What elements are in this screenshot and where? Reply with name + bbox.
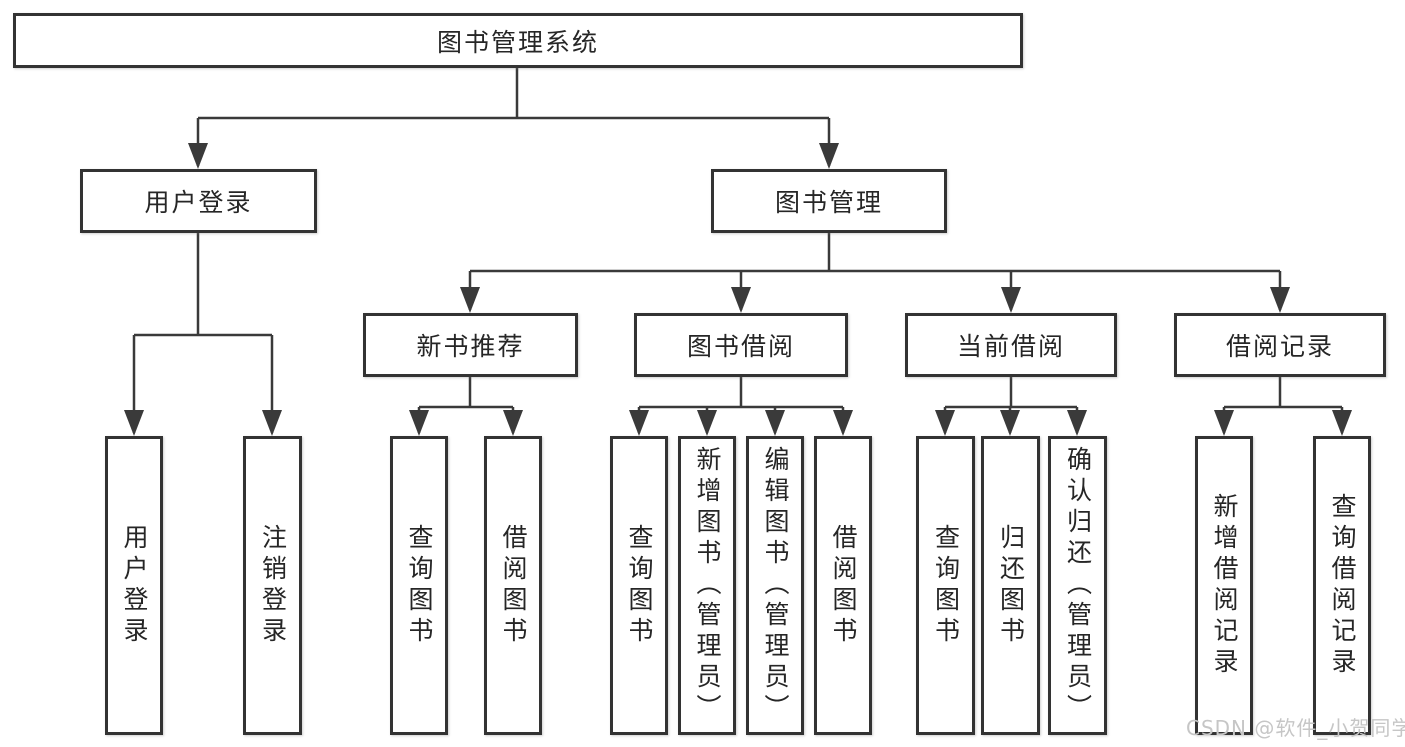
leaf-add-borrow-record-label: 新增借阅记录 [1210, 492, 1239, 679]
connector-book-management-to-level3 [468, 233, 1282, 310]
node-borrow-records-label: 借阅记录 [1225, 332, 1334, 361]
leaf-query-books-current-label: 查询图书 [931, 523, 961, 648]
leaf-borrow-books: 借阅图书 [814, 436, 872, 735]
leaf-logout-label: 注销登录 [258, 523, 288, 648]
node-new-book-recommend-label: 新书推荐 [416, 332, 525, 361]
node-user-login-label: 用户登录 [144, 188, 253, 217]
leaf-logout: 注销登录 [243, 436, 302, 735]
node-book-borrow: 图书借阅 [634, 313, 848, 377]
node-current-borrow-label: 当前借阅 [956, 332, 1065, 361]
leaf-borrow-books-recommend-label: 借阅图书 [499, 523, 528, 648]
node-borrow-records: 借阅记录 [1174, 313, 1386, 377]
leaf-borrow-books-recommend: 借阅图书 [484, 436, 542, 735]
connector-user-login-group [132, 233, 274, 433]
leaf-add-borrow-record: 新增借阅记录 [1195, 436, 1253, 735]
node-new-book-recommend: 新书推荐 [363, 313, 578, 377]
leaf-query-books-borrow-label: 查询图书 [625, 523, 654, 648]
leaf-add-book-admin: 新增图书（管理员） [678, 436, 736, 735]
leaf-query-books-current: 查询图书 [916, 436, 975, 735]
leaf-query-borrow-record-label: 查询借阅记录 [1328, 492, 1357, 679]
leaf-query-books-borrow: 查询图书 [610, 436, 668, 735]
leaf-confirm-return-admin: 确认归还（管理员） [1048, 436, 1107, 735]
node-root: 图书管理系统 [13, 13, 1023, 68]
leaf-query-borrow-record: 查询借阅记录 [1313, 436, 1371, 735]
leaf-query-books-recommend-label: 查询图书 [405, 523, 434, 648]
watermark: CSDN @软件_小贺同学 [1186, 716, 1405, 740]
leaf-user-login: 用户登录 [105, 436, 163, 735]
node-root-label: 图书管理系统 [436, 27, 599, 57]
node-book-management: 图书管理 [711, 169, 947, 233]
node-book-management-label: 图书管理 [774, 188, 883, 217]
node-user-login: 用户登录 [80, 169, 317, 233]
connector-current-borrow-group [943, 377, 1079, 433]
leaf-edit-book-admin-label: 编辑图书（管理员） [761, 446, 790, 725]
connector-root-to-level2 [196, 68, 831, 166]
leaf-edit-book-admin: 编辑图书（管理员） [746, 436, 804, 735]
leaf-user-login-label: 用户登录 [120, 523, 149, 648]
leaf-add-book-admin-label: 新增图书（管理员） [693, 446, 722, 725]
leaf-return-book: 归还图书 [981, 436, 1040, 735]
leaf-query-books-recommend: 查询图书 [390, 436, 448, 735]
node-book-borrow-label: 图书借阅 [686, 332, 795, 361]
connector-book-borrow-group [637, 377, 845, 433]
leaf-confirm-return-admin-label: 确认归还（管理员） [1063, 446, 1093, 725]
connector-borrow-records-group [1222, 377, 1344, 433]
connector-new-book-recommend-group [417, 377, 515, 433]
node-current-borrow: 当前借阅 [905, 313, 1117, 377]
leaf-return-book-label: 归还图书 [996, 523, 1026, 648]
leaf-borrow-books-label: 借阅图书 [829, 523, 858, 648]
